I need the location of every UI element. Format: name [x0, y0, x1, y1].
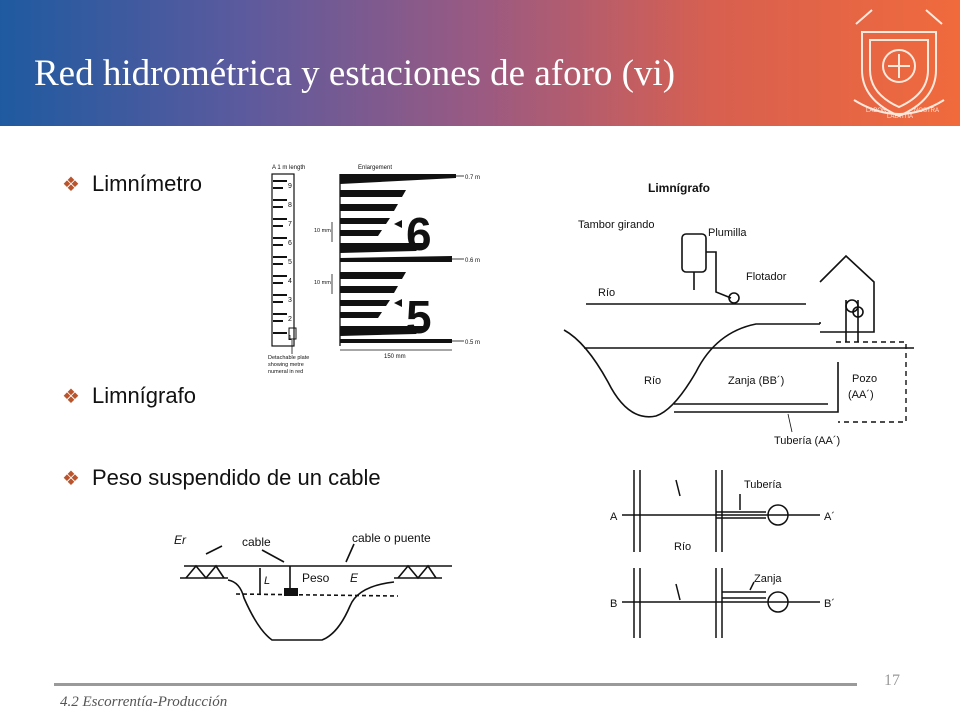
label-pipe: Tubería (AA´) [774, 435, 840, 447]
plate-note-1: Detachable plate [268, 355, 309, 361]
label-ditch-plan: Zanja [754, 573, 782, 585]
label-length: A 1 m length [272, 165, 305, 171]
bullet-text: Peso suspendido de un cable [92, 465, 381, 490]
river-banks-a [633, 470, 723, 552]
scale-2: 2 [288, 316, 292, 323]
logo-motto-2: LAETITIA [887, 114, 913, 120]
label-l: L [264, 575, 270, 587]
numeral-five: 5 [406, 291, 432, 343]
left-tower [185, 564, 225, 580]
detachable-plate [288, 327, 297, 340]
suspended-weight [284, 588, 298, 596]
level-07: 0.7 m [465, 175, 480, 181]
rotating-drum [681, 233, 707, 273]
label-river-plan: Río [674, 541, 691, 553]
scale-5: 5 [288, 259, 292, 266]
label-a-right: A´ [824, 511, 835, 523]
label-b-left: B [610, 598, 617, 610]
label-drum: Tambor girando [578, 219, 654, 231]
label-float: Flotador [746, 271, 787, 283]
logo-motto-1: LABOR [866, 108, 887, 114]
label-river-top: Río [598, 287, 615, 299]
label-er: Er [174, 533, 187, 547]
right-tower [397, 564, 437, 580]
float-small [728, 292, 740, 304]
logo-motto-3: NOSTRA [914, 108, 939, 114]
label-peso: Peso [302, 571, 330, 585]
label-well-2: (AA´) [848, 389, 874, 401]
level-05: 0.5 m [465, 340, 480, 346]
bullet-glyph-icon: ❖ [62, 468, 80, 490]
label-a-left: A [610, 511, 618, 523]
scale-8: 8 [288, 202, 292, 209]
level-06: 0.6 m [465, 258, 480, 264]
label-cable-bridge: cable o puente [352, 531, 431, 545]
label-10mm-a: 10 mm [314, 228, 331, 234]
label-ditch: Zanja (BB´) [728, 375, 784, 387]
bullet-text: Limnímetro [92, 171, 203, 196]
well-outline [836, 341, 907, 423]
river-bed [563, 323, 820, 418]
width-label: 150 mm [384, 354, 406, 360]
riverbed-profile [227, 579, 395, 641]
figure-cable: Er cable cable o puente L Peso E [174, 531, 452, 641]
label-b-right: B´ [824, 598, 835, 610]
bullet-text: Limnígrafo [92, 383, 196, 408]
small-staff-marks [273, 180, 287, 334]
bullet-limnimetro: ❖ Limnímetro [62, 171, 202, 197]
bullet-glyph-icon: ❖ [62, 174, 80, 196]
label-pen: Plumilla [708, 227, 747, 239]
plate-note-3: numeral in red [268, 369, 303, 375]
label-river: Río [644, 375, 661, 387]
footer-divider [54, 683, 857, 686]
scale-6: 6 [288, 240, 292, 247]
small-staff [271, 173, 295, 347]
scale-9: 9 [288, 183, 292, 190]
scale-3: 3 [288, 297, 292, 304]
label-10mm-b: 10 mm [314, 280, 331, 286]
numeral-six: 6 [406, 208, 432, 260]
page-number: 17 [884, 672, 900, 689]
figure-limnigrafo: Limnígrafo Tambor girando Plumilla Flota… [563, 181, 914, 447]
well-a [767, 504, 789, 526]
well-b [767, 591, 789, 613]
bullet-peso: ❖ Peso suspendido de un cable [62, 465, 381, 491]
label-cable: cable [242, 535, 271, 549]
footer-section: 4.2 Escorrentía-Producción [60, 694, 228, 710]
bullet-limnigrafo: ❖ Limnígrafo [62, 383, 196, 409]
bullet-glyph-icon: ❖ [62, 386, 80, 408]
big-staff-marks [340, 174, 456, 343]
figure-limnimetro: A 1 m length Enlargement 9 8 7 6 5 4 3 2… [268, 165, 480, 375]
title-bar: Red hidrométrica y estaciones de aforo (… [0, 0, 960, 126]
figure-plan-view: A A´ B B´ Tubería Río Zanja [610, 470, 835, 638]
slide-title: Red hidrométrica y estaciones de aforo (… [34, 53, 676, 94]
limnigrafo-title: Limnígrafo [648, 181, 710, 195]
scale-4: 4 [288, 278, 292, 285]
well-house [819, 254, 875, 333]
label-well: Pozo [852, 373, 877, 385]
plate-note-2: showing metre [268, 362, 304, 368]
label-pipe-plan: Tubería [744, 479, 782, 491]
label-enlargement: Enlargement [358, 165, 392, 171]
scale-7: 7 [288, 221, 292, 228]
river-banks-b [633, 568, 723, 638]
university-crest-logo: LABOR LAETITIA NOSTRA [853, 9, 945, 120]
label-e: E [350, 571, 359, 585]
